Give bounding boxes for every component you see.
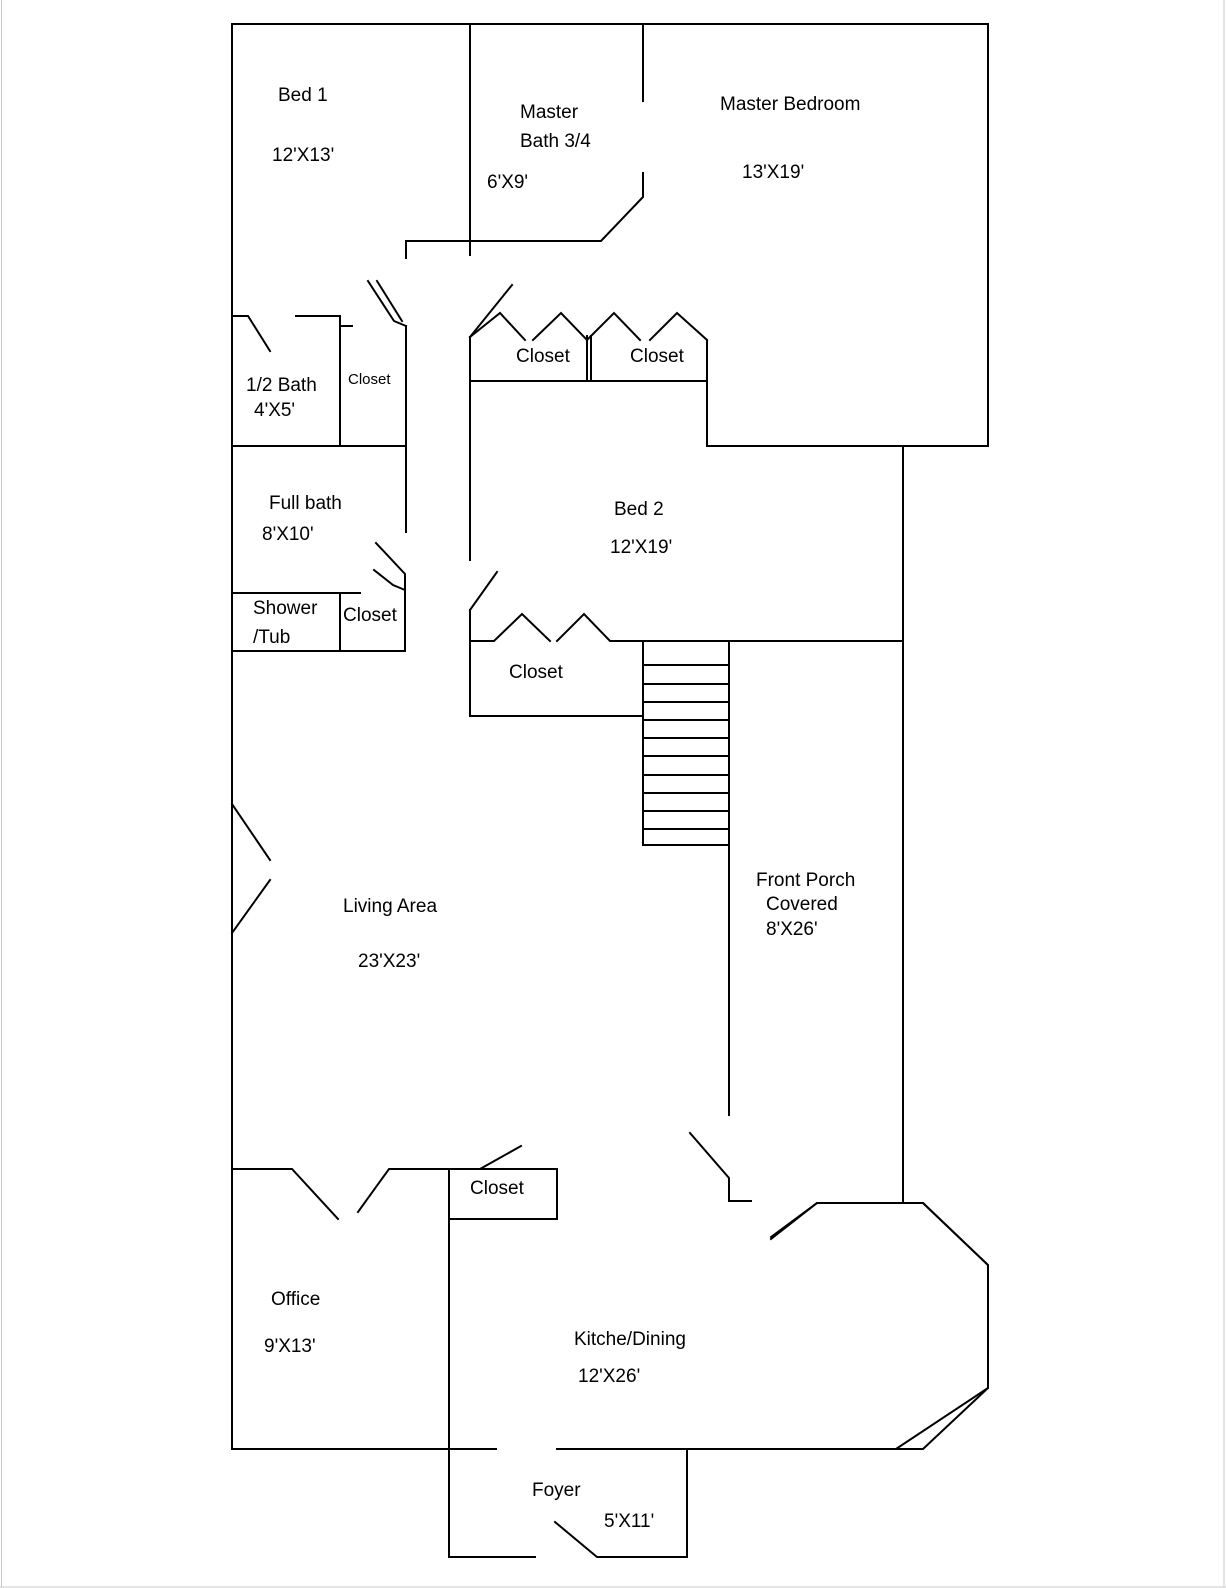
kitchen-size: 12'X26' bbox=[578, 1366, 640, 1387]
master-bedroom-size: 13'X19' bbox=[742, 162, 804, 183]
hall-closet-label: Closet bbox=[348, 371, 391, 388]
kitchen-name: Kitche/Dining bbox=[574, 1329, 686, 1350]
master-bath-name-1: Master bbox=[520, 102, 579, 123]
foyer-name: Foyer bbox=[532, 1480, 581, 1501]
kitchen-door-gap bbox=[497, 1445, 556, 1453]
bed2-size: 12'X19' bbox=[610, 537, 672, 558]
room-labels: Bed 1 12'X13' Master Bath 3/4 6'X9' Mast… bbox=[246, 85, 860, 1532]
full-bath-name: Full bath bbox=[269, 493, 342, 514]
foyer-size: 5'X11' bbox=[604, 1511, 654, 1532]
living-size: 23'X23' bbox=[358, 951, 420, 972]
bed1-name: Bed 1 bbox=[278, 85, 328, 106]
porch-name-1: Front Porch bbox=[756, 870, 855, 891]
living-name: Living Area bbox=[343, 896, 437, 917]
bed2-name: Bed 2 bbox=[614, 499, 664, 520]
bed1-size: 12'X13' bbox=[272, 145, 334, 166]
half-bath-name: 1/2 Bath bbox=[246, 375, 317, 396]
shower-tub-line2: /Tub bbox=[253, 627, 290, 648]
closet-a-label: Closet bbox=[516, 346, 571, 367]
walls bbox=[230, 23, 989, 1558]
master-bath-size: 6'X9' bbox=[487, 172, 528, 193]
half-bath-size: 4'X5' bbox=[254, 400, 295, 421]
master-bedroom-name: Master Bedroom bbox=[720, 94, 860, 115]
fullbath-closet-label: Closet bbox=[343, 605, 398, 626]
office-name: Office bbox=[271, 1289, 320, 1310]
bed2-closet-label: Closet bbox=[509, 662, 564, 683]
closet-b-label: Closet bbox=[630, 346, 685, 367]
master-bath-name-2: Bath 3/4 bbox=[520, 131, 591, 152]
porch-size: 8'X26' bbox=[766, 919, 818, 940]
living-closet-label: Closet bbox=[470, 1178, 525, 1199]
porch-name-2: Covered bbox=[766, 894, 838, 915]
full-bath-size: 8'X10' bbox=[262, 524, 314, 545]
office-size: 9'X13' bbox=[264, 1336, 316, 1357]
shower-tub-line1: Shower bbox=[253, 598, 318, 619]
